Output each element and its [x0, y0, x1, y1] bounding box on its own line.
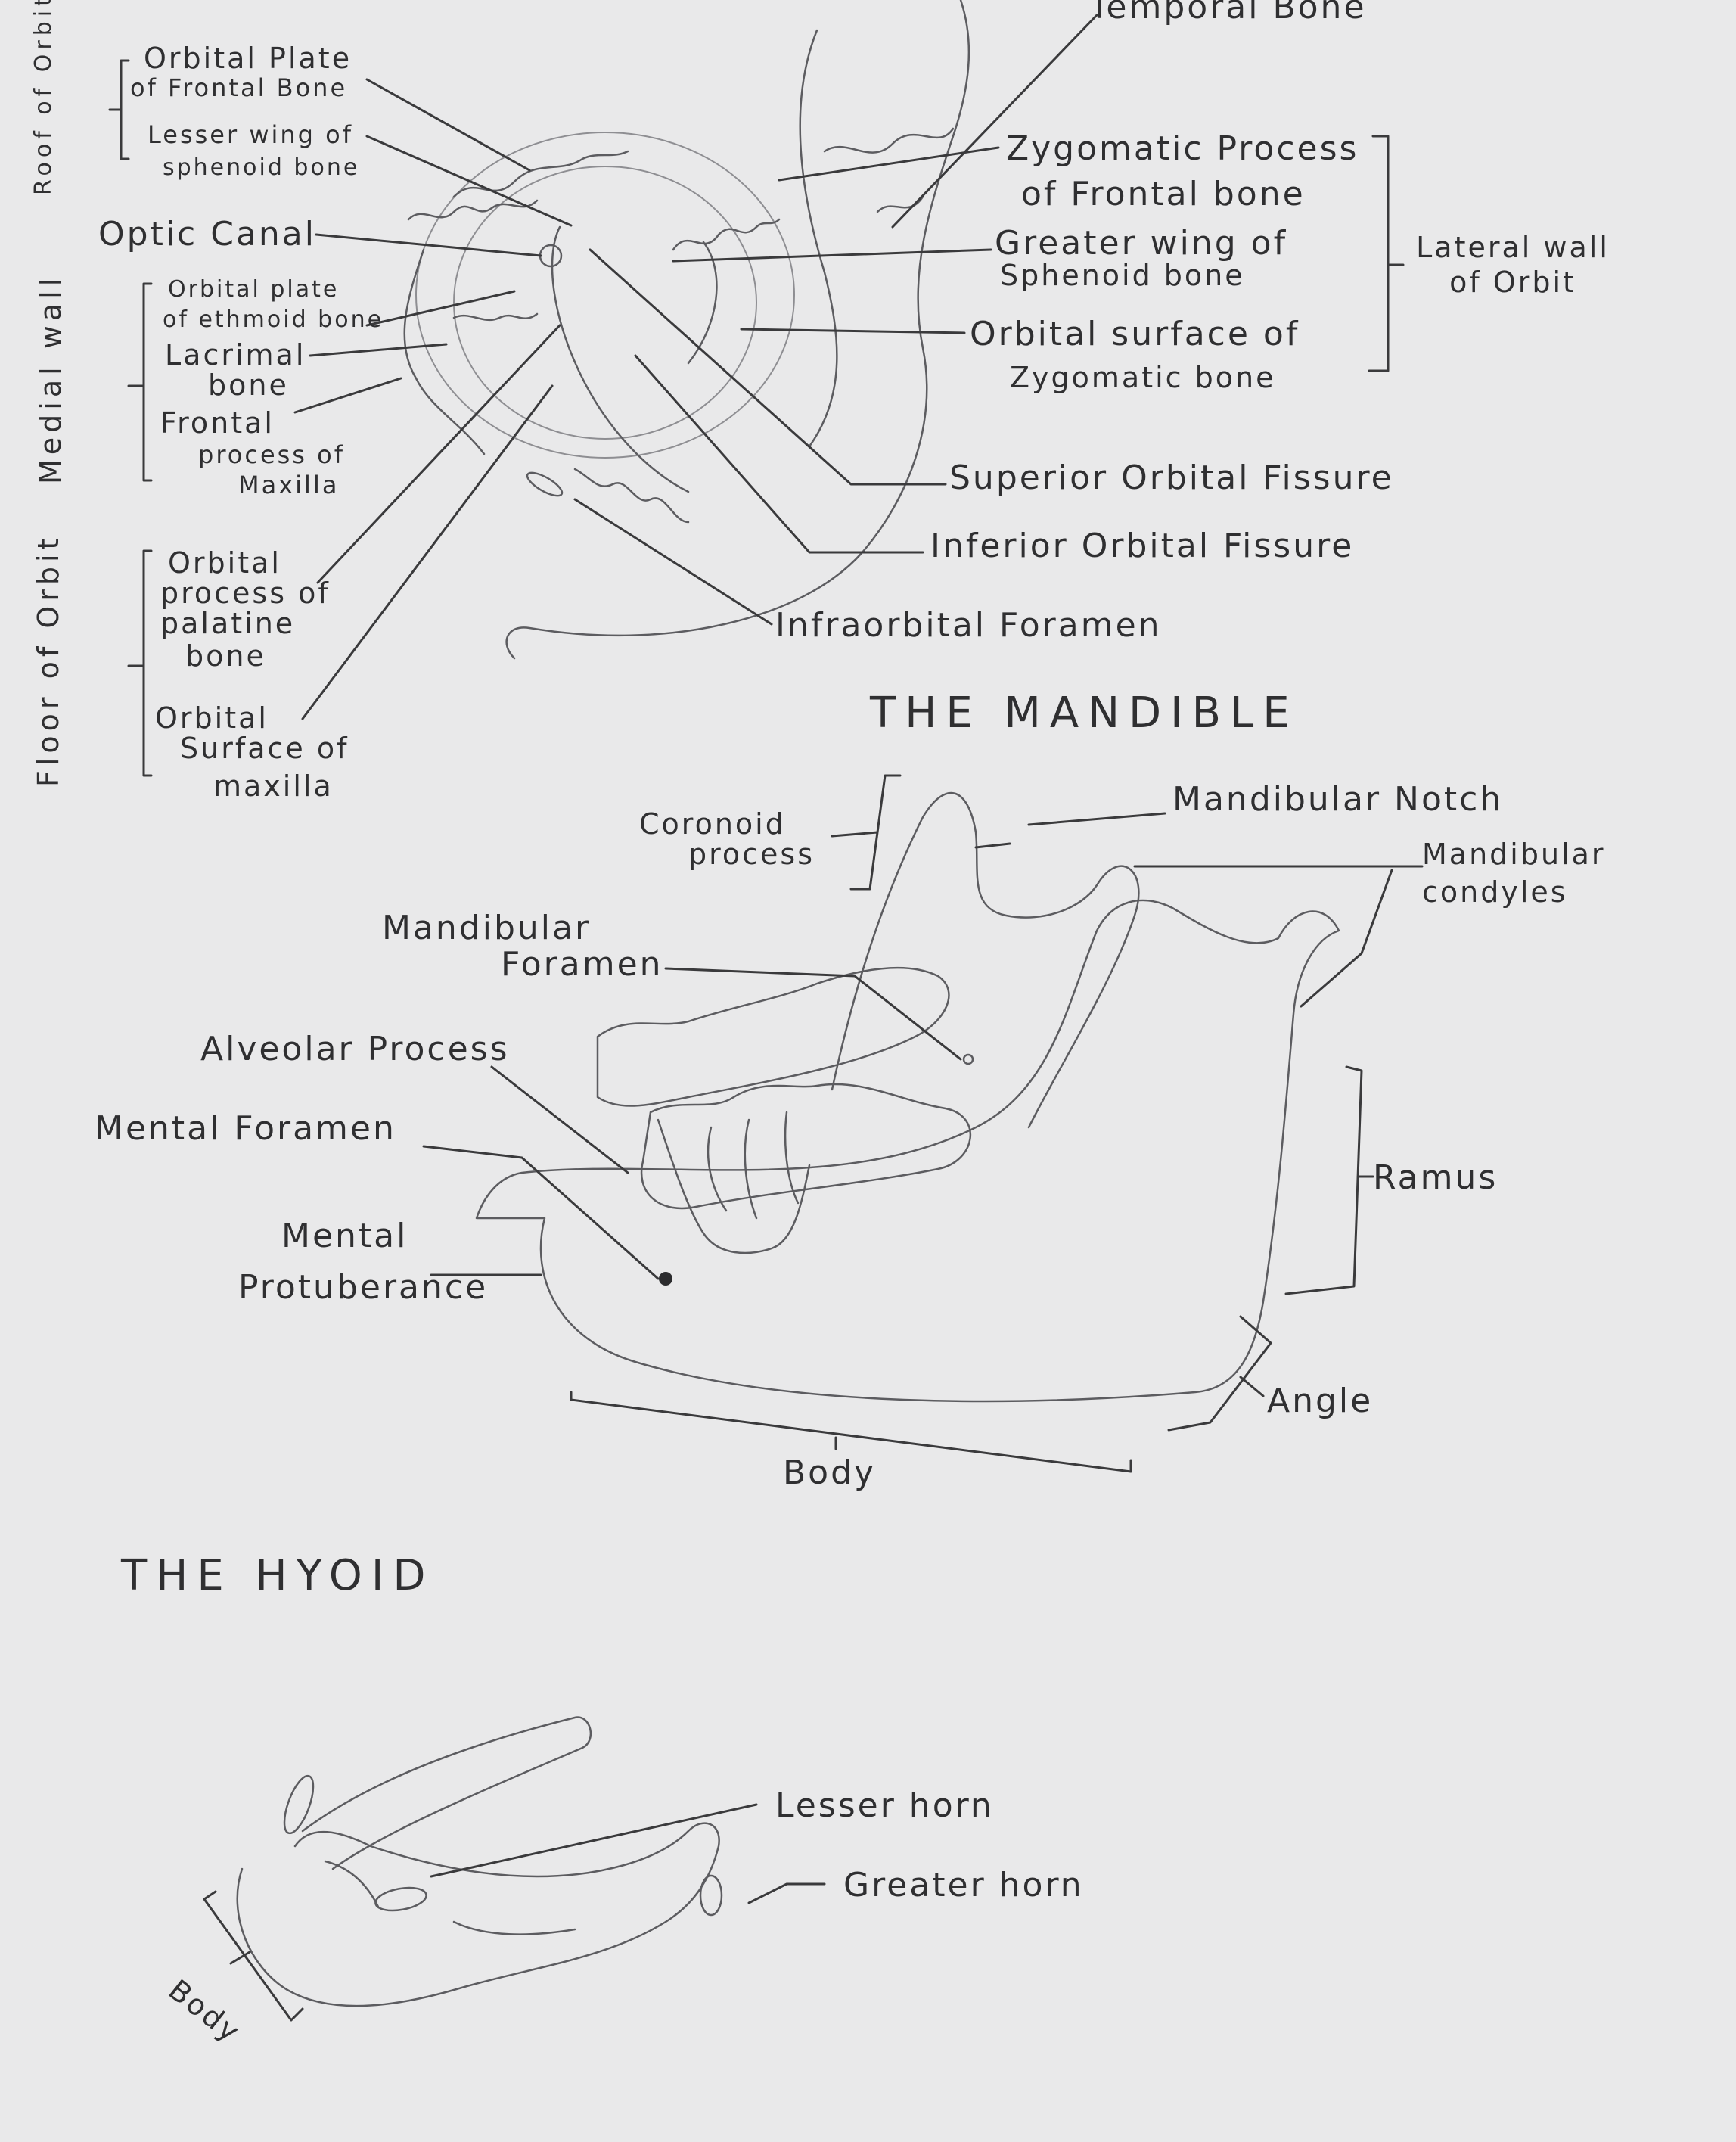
orbit-floor-contour	[552, 227, 688, 492]
label-mental-foramen: Mental Foramen	[95, 1112, 396, 1146]
optic-canal-hole	[540, 245, 561, 266]
mandibular-foramen-dot	[964, 1055, 973, 1064]
label-surface-maxilla-line2: Surface of	[180, 734, 349, 763]
label-surface-maxilla-line3: maxilla	[213, 772, 334, 801]
bracket-ramus	[1286, 1067, 1373, 1294]
label-greater-horn: Greater horn	[843, 1869, 1084, 1902]
leader-zygomatic-process	[779, 148, 998, 180]
label-orbital-plate-frontal-line1: Orbital Plate	[144, 44, 352, 73]
label-mandibular-foramen-line1: Mandibular	[382, 912, 591, 945]
label-lacrimal-line2: bone	[208, 371, 289, 399]
label-condyles-line1: Mandibular	[1422, 840, 1606, 869]
leader-lesser-wing	[367, 136, 571, 225]
label-orbital-plate-ethmoid-line2: of ethmoid bone	[163, 309, 384, 331]
label-greater-wing-line2: Sphenoid bone	[1000, 261, 1245, 290]
label-palatine-line2: process of	[160, 579, 331, 608]
orbit-inner-ring	[454, 166, 756, 439]
leader-inferior-fissure	[635, 356, 923, 552]
hyoid-body-and-greater-horn	[238, 1823, 719, 2006]
label-optic-canal: Optic Canal	[98, 218, 316, 251]
label-palatine-line4: bone	[185, 642, 266, 670]
bracket-coronoid	[832, 776, 900, 889]
label-inferior-orbital-fissure: Inferior Orbital Fissure	[930, 530, 1354, 563]
label-lesser-horn: Lesser horn	[775, 1789, 994, 1823]
mandible-title: THE MANDIBLE	[870, 692, 1299, 735]
bracket-floor	[129, 551, 151, 776]
lower-teeth-row	[641, 1084, 970, 1208]
leader-greater-horn	[749, 1884, 825, 1903]
group-label-roof: Roof of Orbit	[30, 0, 57, 195]
label-orbital-plate-ethmoid-line1: Orbital plate	[168, 278, 339, 301]
label-mental-protuberance-line2: Protuberance	[238, 1271, 488, 1304]
label-lesser-wing-line1: Lesser wing of	[148, 123, 353, 147]
leader-infraorbital-foramen	[575, 499, 772, 624]
bracket-roof	[110, 61, 129, 159]
label-infraorbital-foramen: Infraorbital Foramen	[775, 609, 1162, 642]
hyoid-title: THE HYOID	[121, 1555, 434, 1597]
bracket-lateral	[1369, 136, 1403, 371]
mental-foramen-dot	[659, 1272, 672, 1286]
hyoid-upper-horn	[303, 1718, 591, 1869]
leader-zygomatic-surface	[741, 329, 964, 333]
label-coronoid-line1: Coronoid	[639, 810, 786, 838]
label-lacrimal-line1: Lacrimal	[165, 340, 306, 369]
group-label-floor: Floor of Orbit	[32, 534, 65, 787]
leader-surface-maxilla	[303, 386, 552, 719]
label-zygomatic-surface-line1: Orbital surface of	[970, 318, 1300, 351]
bracket-medial	[129, 284, 151, 480]
orbit-outer-ring	[416, 132, 794, 458]
label-ramus: Ramus	[1373, 1161, 1498, 1195]
label-zygomatic-process-line1: Zygomatic Process	[1006, 132, 1359, 166]
group-label-lateral: Lateral wall of Orbit	[1415, 231, 1611, 300]
label-mandibular-foramen-line2: Foramen	[501, 948, 663, 981]
label-zygomatic-surface-line2: Zygomatic bone	[1010, 363, 1275, 392]
leader-superior-fissure	[590, 250, 946, 484]
infraorbital-foramen-mark	[524, 468, 565, 500]
leader-greater-wing	[673, 250, 991, 261]
label-greater-wing-line1: Greater wing of	[995, 227, 1287, 260]
label-frontal-process-line3: Maxilla	[238, 473, 339, 497]
label-alveolar-process: Alveolar Process	[200, 1033, 510, 1066]
label-surface-maxilla-line1: Orbital	[155, 704, 269, 732]
label-body: Body	[783, 1456, 876, 1490]
label-palatine-line1: Orbital	[168, 549, 281, 577]
label-frontal-process-line2: process of	[198, 443, 345, 467]
mandible-drawing	[424, 776, 1422, 1472]
label-mental-protuberance-line1: Mental	[281, 1220, 408, 1253]
label-coronoid-line2: process	[688, 840, 815, 869]
hyoid-drawing	[204, 1718, 825, 2020]
leader-frontal-process	[295, 378, 401, 412]
label-angle: Angle	[1267, 1385, 1373, 1418]
leader-orbital-plate-frontal	[367, 79, 529, 170]
label-superior-orbital-fissure: Superior Orbital Fissure	[949, 462, 1394, 495]
label-lesser-wing-line2: sphenoid bone	[163, 157, 359, 179]
leader-palatine	[318, 325, 560, 583]
label-mandibular-notch: Mandibular Notch	[1172, 783, 1503, 816]
leader-mandibular-notch	[1029, 813, 1165, 825]
label-orbital-plate-frontal-line2: of Frontal Bone	[130, 76, 347, 100]
group-label-medial: Medial wall	[34, 274, 67, 484]
leader-lesser-horn	[431, 1805, 756, 1876]
label-frontal-process-line1: Frontal	[160, 409, 275, 437]
label-zygomatic-process-line2: of Frontal bone	[1021, 178, 1306, 211]
label-temporal-bone: Temporal Bone	[1089, 0, 1367, 24]
label-palatine-line3: palatine	[160, 609, 295, 638]
leader-lacrimal	[310, 344, 446, 356]
far-ramus-outline	[832, 793, 1138, 1127]
label-condyles-line2: condyles	[1422, 878, 1568, 906]
